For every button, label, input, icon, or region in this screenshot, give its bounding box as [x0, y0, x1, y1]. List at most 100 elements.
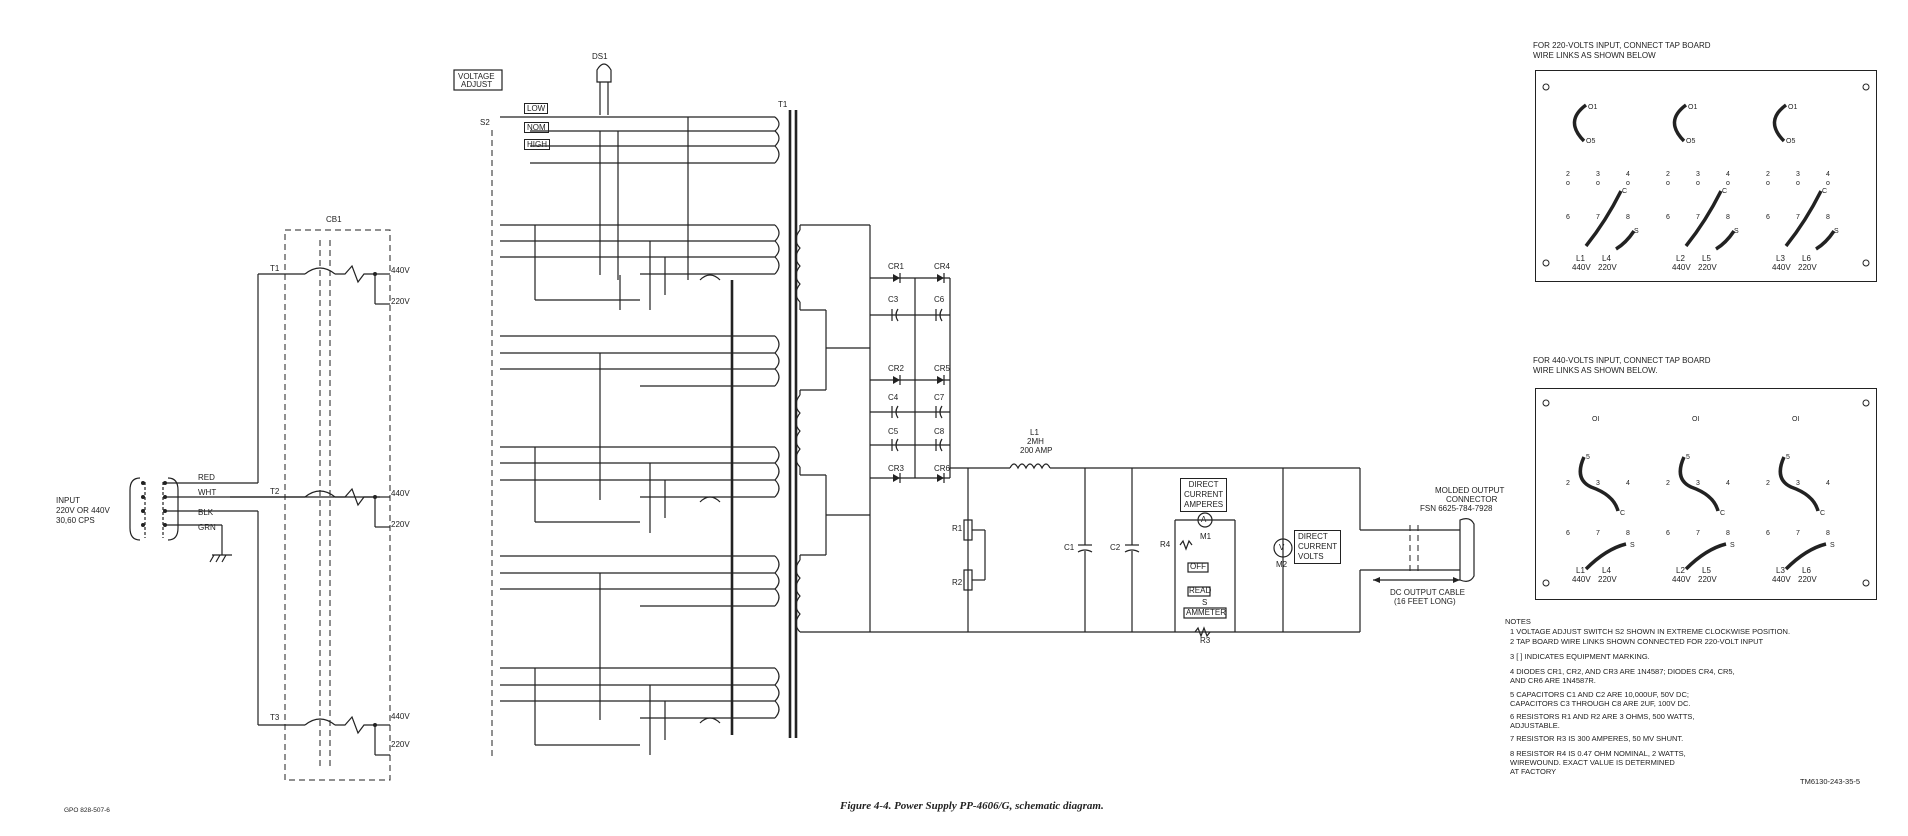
svg-text:7: 7 [1596, 530, 1600, 537]
cap-c8: C8 [934, 427, 945, 436]
svg-text:O5: O5 [1686, 138, 1695, 145]
voltage-adjust-line1: VOLTAGE [458, 72, 495, 81]
resistor-r2: R2 [952, 578, 963, 587]
note-5b: CAPACITORS C3 THROUGH C8 ARE 2UF, 100V D… [1510, 699, 1691, 708]
svg-text:3: 3 [1596, 171, 1600, 178]
svg-text:S: S [1834, 228, 1839, 235]
mains-wiring [230, 264, 390, 756]
ammeter-a: A [1201, 515, 1207, 524]
tap440-g1-l220: L4 [1602, 566, 1611, 575]
svg-text:2: 2 [1766, 171, 1770, 178]
tap220-g1-l440: L1 [1576, 254, 1585, 263]
diode-cr6: CR6 [934, 464, 951, 473]
diode-cr1: CR1 [888, 262, 905, 271]
svg-text:7: 7 [1796, 530, 1800, 537]
note-5a: 5 CAPACITORS C1 AND C2 ARE 10,000UF, 50V… [1510, 690, 1689, 699]
cap-c4: C4 [888, 393, 899, 402]
gpo-number: GPO 828-507-6 [64, 807, 110, 814]
svg-text:2: 2 [1566, 480, 1570, 487]
meter-switch-s: S [1202, 598, 1208, 607]
figure-id: TM6130-243-35-5 [1800, 777, 1861, 786]
svg-text:7: 7 [1696, 530, 1700, 537]
input-connector [129, 477, 380, 563]
cap-c7: C7 [934, 393, 945, 402]
cap-c1: C1 [1064, 543, 1075, 552]
dc-volts-box: DIRECT CURRENT VOLTS [1294, 530, 1342, 564]
svg-text:6: 6 [1566, 214, 1570, 221]
svg-text:o: o [1666, 180, 1670, 187]
svg-text:8: 8 [1726, 530, 1730, 537]
meter-switch-ammeter: AMMETER [1186, 608, 1226, 617]
svg-text:S: S [1634, 228, 1639, 235]
note-8b: WIREWOUND. EXACT VALUE IS DETERMINED [1510, 758, 1675, 767]
svg-text:OI: OI [1792, 416, 1799, 423]
transformer-label: T1 [778, 100, 788, 109]
v440-t1: 440V [391, 266, 410, 275]
svg-text:2: 2 [1566, 171, 1570, 178]
svg-text:5: 5 [1586, 454, 1590, 461]
terminal-t3: T3 [270, 713, 280, 722]
diode-cr4: CR4 [934, 262, 951, 271]
svg-text:4: 4 [1726, 480, 1730, 487]
tap220-g2-v440: 440V [1672, 263, 1691, 272]
switch-label: S2 [480, 118, 490, 127]
tap440-g3-l440: L3 [1776, 566, 1785, 575]
svg-text:7: 7 [1796, 214, 1800, 221]
switch-pos-nom: NOM [524, 122, 549, 133]
svg-text:3: 3 [1796, 480, 1800, 487]
svg-text:O5: O5 [1786, 138, 1795, 145]
wire-wht-label: WHT [198, 488, 217, 497]
wire-red-label: RED [198, 473, 215, 482]
tap220-g2-v220: 220V [1698, 263, 1717, 272]
svg-text:o: o [1696, 180, 1700, 187]
svg-text:S: S [1734, 228, 1739, 235]
svg-text:2: 2 [1666, 171, 1670, 178]
svg-text:7: 7 [1596, 214, 1600, 221]
note-1: 1 VOLTAGE ADJUST SWITCH S2 SHOWN IN EXTR… [1510, 627, 1791, 636]
cap-c5: C5 [888, 427, 899, 436]
svg-text:3: 3 [1596, 480, 1600, 487]
lamp-ds1 [596, 63, 612, 115]
note-7: 7 RESISTOR R3 IS 300 AMPERES, 50 MV SHUN… [1510, 734, 1684, 743]
svg-text:C: C [1720, 510, 1725, 517]
tap440-g3-v440: 440V [1772, 575, 1791, 584]
cap-c3: C3 [888, 295, 899, 304]
svg-text:8: 8 [1826, 214, 1830, 221]
svg-text:6: 6 [1766, 214, 1770, 221]
tap440-g2-v220: 220V [1698, 575, 1717, 584]
v220-t1: 220V [391, 297, 410, 306]
svg-text:5: 5 [1686, 454, 1690, 461]
dc-volts-line1: DIRECT [1298, 532, 1328, 541]
resistor-r4: R4 [1160, 540, 1171, 549]
svg-text:6: 6 [1566, 530, 1570, 537]
tap220-g3-v440: 440V [1772, 263, 1791, 272]
v220-t2: 220V [391, 520, 410, 529]
svg-text:S: S [1730, 542, 1735, 549]
svg-text:o: o [1596, 180, 1600, 187]
svg-text:C: C [1620, 510, 1625, 517]
inductor-label: L1 [1030, 428, 1039, 437]
svg-text:8: 8 [1726, 214, 1730, 221]
diode-cr5: CR5 [934, 364, 951, 373]
tap220-g2-l220: L5 [1702, 254, 1711, 263]
svg-text:7: 7 [1696, 214, 1700, 221]
output-connector-line1: MOLDED OUTPUT [1435, 486, 1505, 495]
dc-amperes-line3: AMPERES [1184, 500, 1224, 509]
meter-switch-off: OFF [1190, 562, 1206, 571]
breaker-enclosure [284, 229, 391, 781]
voltage-adjust-line2: ADJUST [461, 80, 493, 89]
tap440-g1-v220: 220V [1598, 575, 1617, 584]
v440-t3: 440V [391, 712, 410, 721]
tap440-g3-l220: L6 [1802, 566, 1811, 575]
v440-t2: 440V [391, 489, 410, 498]
svg-text:OI: OI [1692, 416, 1699, 423]
svg-text:4: 4 [1726, 171, 1730, 178]
svg-text:O5: O5 [1586, 138, 1595, 145]
tap440-g1-l440: L1 [1576, 566, 1585, 575]
svg-text:o: o [1726, 180, 1730, 187]
svg-text:3: 3 [1796, 171, 1800, 178]
rectifier-bridge [869, 225, 1010, 632]
cap-c6: C6 [934, 295, 945, 304]
svg-text:5: 5 [1786, 454, 1790, 461]
transformer-primary [500, 110, 798, 738]
